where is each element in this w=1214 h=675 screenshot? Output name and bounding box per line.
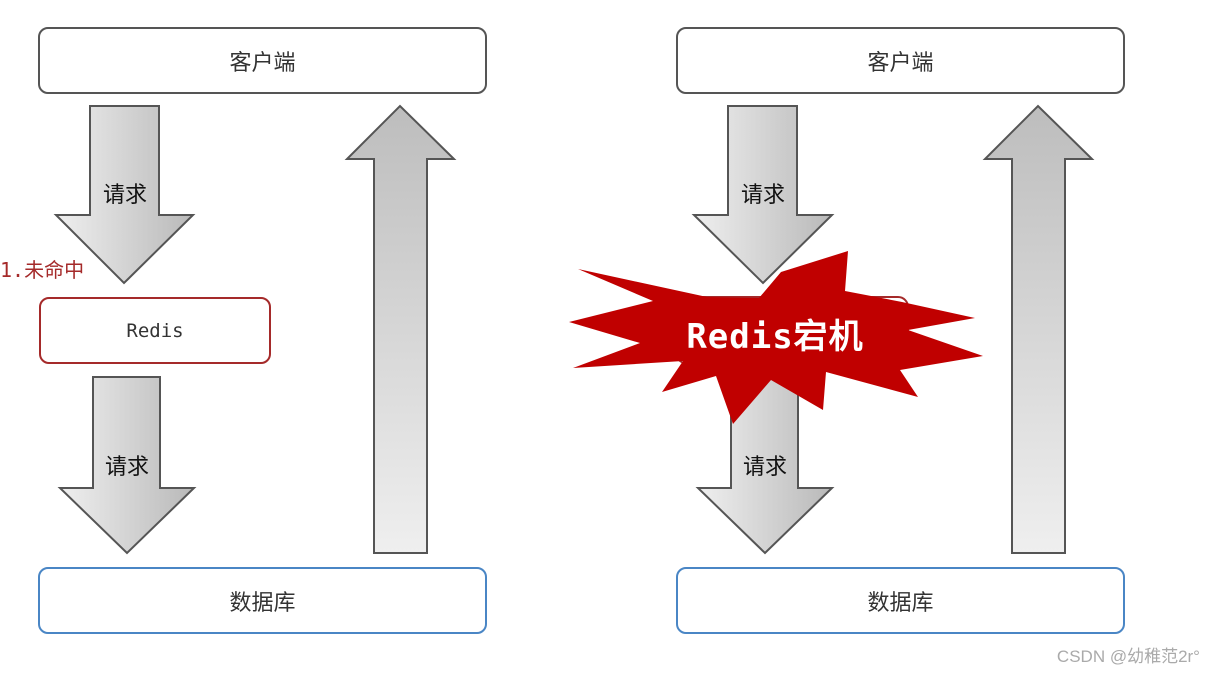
left-down-arrow-top [53,105,196,285]
left-database-box: 数据库 [38,567,487,634]
right-request-top-label: 请求 [740,183,785,208]
redis-down-burst [569,251,983,424]
left-up-arrow [344,104,457,554]
left-client-label: 客户端 [229,50,296,76]
right-down-arrow-top [691,105,835,285]
right-request-bottom-label: 请求 [742,455,787,480]
right-client-label: 客户端 [867,50,934,76]
left-redis-label: Redis [126,319,184,342]
redis-down-label: Redis宕机 [686,317,864,357]
cache-miss-label: 1.未命中 [0,258,85,282]
left-down-arrow-bottom [57,376,197,555]
left-redis-box: Redis [39,297,271,364]
right-up-arrow [982,104,1095,554]
left-request-bottom-label: 请求 [104,455,149,480]
left-request-top-label: 请求 [102,183,147,208]
right-database-box: 数据库 [676,567,1125,634]
right-client-box: 客户端 [676,27,1125,94]
watermark: CSDN @幼稚范2r° [1056,647,1200,666]
left-database-label: 数据库 [229,590,296,616]
right-database-label: 数据库 [867,590,934,616]
left-client-box: 客户端 [38,27,487,94]
